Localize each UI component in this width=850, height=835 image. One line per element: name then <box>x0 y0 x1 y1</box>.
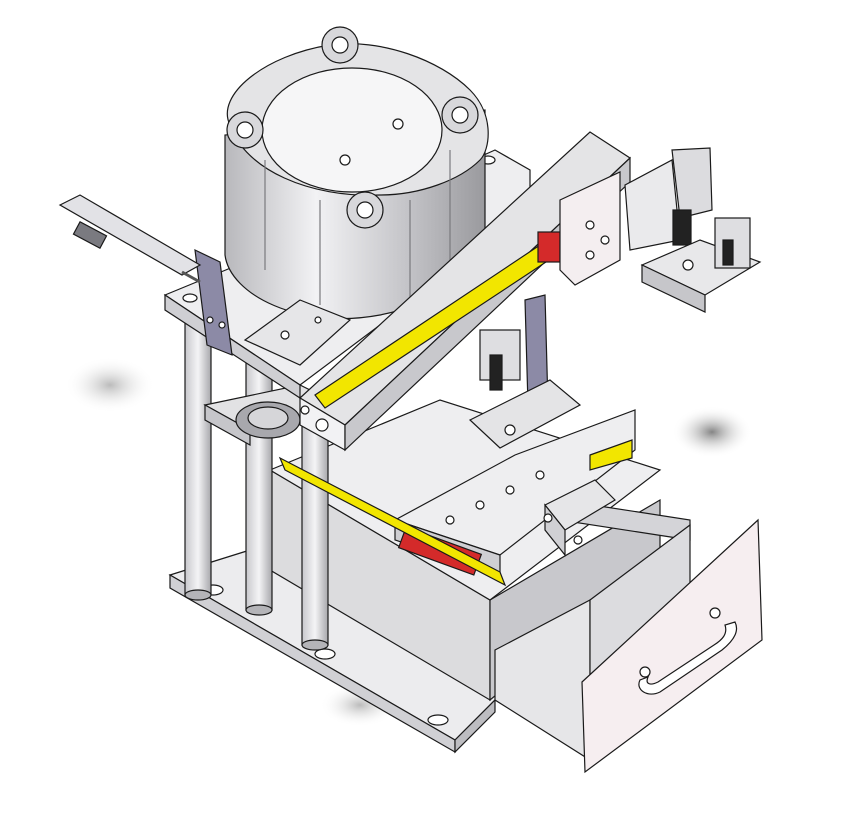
stopper-block <box>543 479 616 557</box>
gripper-assembly-right <box>624 147 762 313</box>
gripper-assembly-center <box>468 294 582 449</box>
pneumatic-cylinder-left <box>58 194 202 284</box>
main-cylinder <box>224 26 489 320</box>
drawer <box>494 499 763 774</box>
mount-plate <box>243 299 352 366</box>
floor-shadow <box>65 357 155 413</box>
slider-plate <box>278 409 636 587</box>
floor-shadow <box>672 406 752 458</box>
linear-module-beam <box>299 131 631 452</box>
bracket-left <box>194 248 233 356</box>
drawer-handle <box>638 621 738 695</box>
beam-end-plate <box>559 171 621 286</box>
